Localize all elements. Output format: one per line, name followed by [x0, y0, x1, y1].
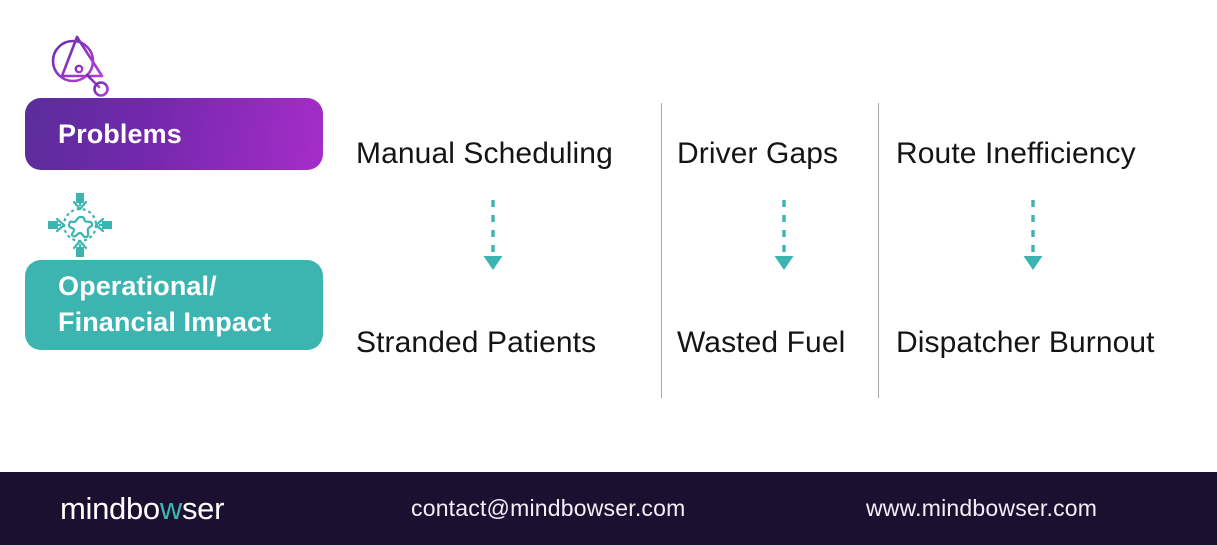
problem-label-1: Manual Scheduling: [356, 137, 613, 170]
impact-badge-line-1: Operational/: [58, 271, 217, 302]
logo-accent-w: w: [159, 490, 182, 526]
column-divider-1: [661, 103, 662, 398]
down-dashed-arrow-3: [1021, 198, 1045, 278]
impact-badge-line-2: Financial Impact: [58, 307, 272, 337]
impact-badge-label: Operational/ Financial Impact: [58, 269, 271, 341]
logo-part-1: mindbo: [60, 490, 160, 526]
logo-part-2: ser: [181, 490, 225, 526]
problem-label-2: Driver Gaps: [677, 137, 839, 170]
problems-badge-label: Problems: [58, 118, 182, 149]
impact-badge: Operational/ Financial Impact: [25, 260, 323, 350]
column-3: Route Inefficiency Dispatcher Burnout: [896, 100, 1196, 398]
problem-label-3: Route Inefficiency: [896, 137, 1136, 170]
column-2: Driver Gaps Wasted Fuel: [677, 100, 867, 398]
converging-arrows-impact-icon: [45, 190, 115, 260]
warning-magnifier-icon: [45, 28, 115, 98]
down-dashed-arrow-2: [772, 198, 796, 278]
mindbowser-logo: mindbowser: [60, 491, 224, 527]
category-rail: Problems: [25, 28, 323, 350]
footer-bar: mindbowser contact@mindbowser.com www.mi…: [0, 472, 1217, 545]
column-divider-2: [878, 103, 879, 398]
impact-label-1: Stranded Patients: [356, 326, 597, 359]
problems-badge: Problems: [25, 98, 323, 170]
impact-label-2: Wasted Fuel: [677, 326, 846, 359]
down-dashed-arrow-1: [481, 198, 505, 278]
footer-email[interactable]: contact@mindbowser.com: [411, 495, 686, 521]
columns-area: Manual Scheduling Stranded Patients Driv…: [356, 100, 1196, 398]
footer-website[interactable]: www.mindbowser.com: [866, 495, 1098, 521]
impact-label-3: Dispatcher Burnout: [896, 326, 1155, 359]
column-1: Manual Scheduling Stranded Patients: [356, 100, 646, 398]
